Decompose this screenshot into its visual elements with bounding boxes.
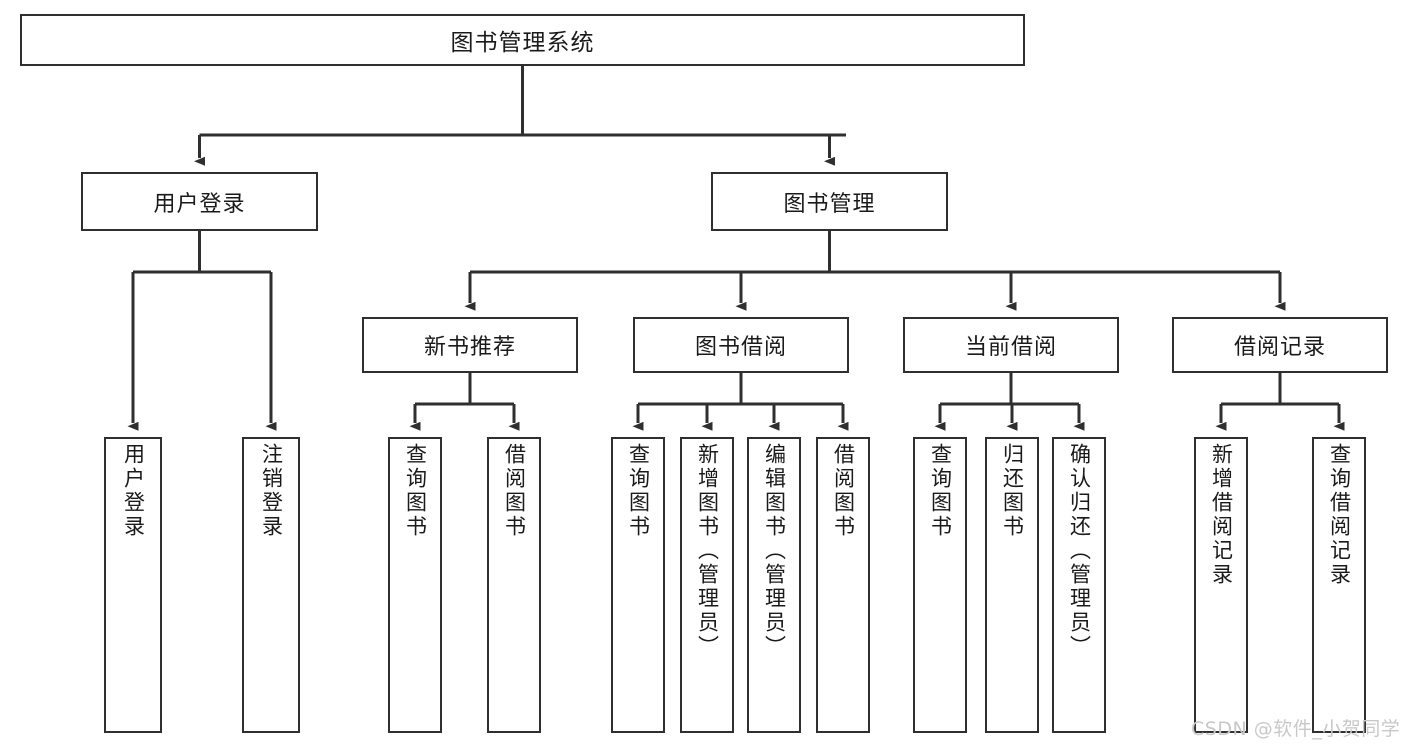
node-leaf-add-book-admin[interactable]: 新增图书（管理员） (680, 437, 734, 733)
node-leaf-user-login[interactable]: 用户登录 (104, 437, 162, 733)
node-new-book-recommend-label: 新书推荐 (423, 335, 516, 360)
node-leaf-borrow-book-1[interactable]: 借阅图书 (487, 437, 541, 733)
node-leaf-confirm-return-admin-label: 确认归还（管理员） (1067, 443, 1092, 659)
node-leaf-borrow-book-1-label: 借阅图书 (502, 443, 527, 539)
node-leaf-user-logout-label: 注销登录 (259, 443, 284, 539)
csdn-watermark: CSDN @软件_小贺同学 (1191, 718, 1401, 740)
node-book-manage[interactable]: 图书管理 (711, 172, 948, 231)
node-book-borrow-label: 图书借阅 (694, 335, 787, 360)
node-root-label: 图书管理系统 (450, 30, 595, 56)
node-leaf-return-book-label: 归还图书 (1000, 443, 1025, 539)
node-leaf-query-book-3[interactable]: 查询图书 (913, 437, 967, 733)
node-book-manage-label: 图书管理 (783, 191, 876, 217)
node-leaf-query-book-3-label: 查询图书 (928, 443, 953, 539)
node-leaf-query-book-1-label: 查询图书 (403, 443, 428, 539)
node-book-borrow[interactable]: 图书借阅 (633, 317, 849, 373)
node-root[interactable]: 图书管理系统 (20, 14, 1025, 66)
node-leaf-borrow-book-2[interactable]: 借阅图书 (816, 437, 870, 733)
node-leaf-return-book[interactable]: 归还图书 (985, 437, 1039, 733)
node-user-login[interactable]: 用户登录 (81, 172, 318, 231)
node-leaf-query-book-1[interactable]: 查询图书 (388, 437, 442, 733)
node-borrow-record-label: 借阅记录 (1233, 335, 1326, 360)
node-user-login-label: 用户登录 (153, 191, 246, 217)
node-leaf-query-borrow-record[interactable]: 查询借阅记录 (1312, 437, 1366, 733)
node-current-borrow[interactable]: 当前借阅 (903, 317, 1119, 373)
node-new-book-recommend[interactable]: 新书推荐 (362, 317, 578, 373)
node-leaf-add-borrow-record[interactable]: 新增借阅记录 (1194, 437, 1248, 733)
node-leaf-add-book-admin-label: 新增图书（管理员） (695, 443, 720, 659)
node-leaf-add-borrow-record-label: 新增借阅记录 (1209, 443, 1234, 587)
node-leaf-confirm-return-admin[interactable]: 确认归还（管理员） (1052, 437, 1106, 733)
node-current-borrow-label: 当前借阅 (964, 335, 1057, 360)
node-leaf-borrow-book-2-label: 借阅图书 (831, 443, 856, 539)
node-leaf-query-book-2[interactable]: 查询图书 (611, 437, 665, 733)
node-leaf-user-login-label: 用户登录 (121, 443, 146, 539)
node-leaf-query-borrow-record-label: 查询借阅记录 (1327, 443, 1352, 587)
node-leaf-edit-book-admin-label: 编辑图书（管理员） (762, 443, 787, 659)
node-leaf-query-book-2-label: 查询图书 (626, 443, 651, 539)
node-borrow-record[interactable]: 借阅记录 (1172, 317, 1388, 373)
node-leaf-user-logout[interactable]: 注销登录 (242, 437, 300, 733)
node-leaf-edit-book-admin[interactable]: 编辑图书（管理员） (747, 437, 801, 733)
